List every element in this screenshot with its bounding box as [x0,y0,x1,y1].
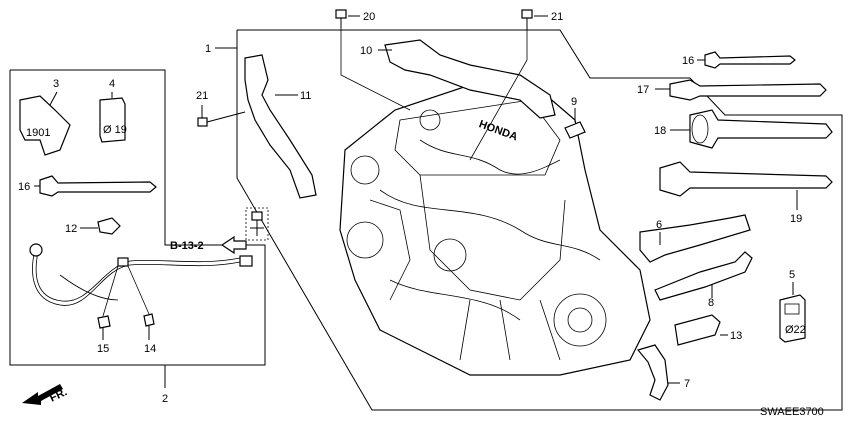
callout-18: 18 [654,125,666,137]
callout-13: 13 [730,330,742,342]
callout-16-left: 16 [18,181,30,193]
callout-9: 9 [571,96,577,108]
bolt-20 [335,9,411,111]
callout-14: 14 [144,343,156,355]
callout-4: 4 [109,78,115,90]
part-5-connector [779,282,806,343]
clip-16-right [697,51,796,69]
callout-7: 7 [684,378,690,390]
callout-17: 17 [637,84,649,96]
part-10-bracket [378,39,556,119]
callout-11: 11 [300,90,311,102]
callout-6: 6 [656,219,662,231]
part-9-plate [564,108,586,139]
sub-frame-outline [9,69,266,366]
callout-21-top: 21 [551,11,563,23]
reference-arrow [220,235,247,255]
part-8-bracket [654,251,753,301]
callout-2: 2 [162,393,168,405]
reference-label: B-13-2 [170,240,204,252]
sub-harness [29,243,253,340]
callout-15: 15 [97,343,109,355]
part-4-connector [99,92,126,143]
callout-20: 20 [363,11,375,23]
bolt-21-left [197,105,246,127]
bolt-21-top [469,9,548,161]
callout-12: 12 [65,223,77,235]
callout-10: 10 [360,45,372,57]
clip-18 [670,109,833,149]
part-3-connector [19,91,71,156]
callout-19: 19 [790,213,802,225]
callout-5: 5 [789,269,795,281]
front-arrow [22,384,63,405]
clip-19 [659,161,833,210]
part-3-label: 1901 [26,127,50,139]
callout-1: 1 [205,43,211,55]
callout-8: 8 [708,297,714,309]
bolt-b13 [245,207,269,241]
engine-block: HONDA [339,84,651,376]
main-frame-outline [236,29,843,411]
part-6-cover [639,214,751,263]
part-12-clip [80,217,121,235]
clip-17 [655,79,827,101]
clip-16-left [34,175,157,197]
callout-3: 3 [53,78,59,90]
part-11-bracket [244,54,317,199]
part-5-label: Ø22 [785,324,806,336]
part-13-cover [674,314,728,346]
callout-16-right: 16 [682,55,694,67]
part-7-bracket [636,344,680,401]
callout-21-left: 21 [196,90,208,102]
part-4-label: Ø 19 [103,124,127,136]
diagram-code: SWAEE3700 [760,406,824,418]
